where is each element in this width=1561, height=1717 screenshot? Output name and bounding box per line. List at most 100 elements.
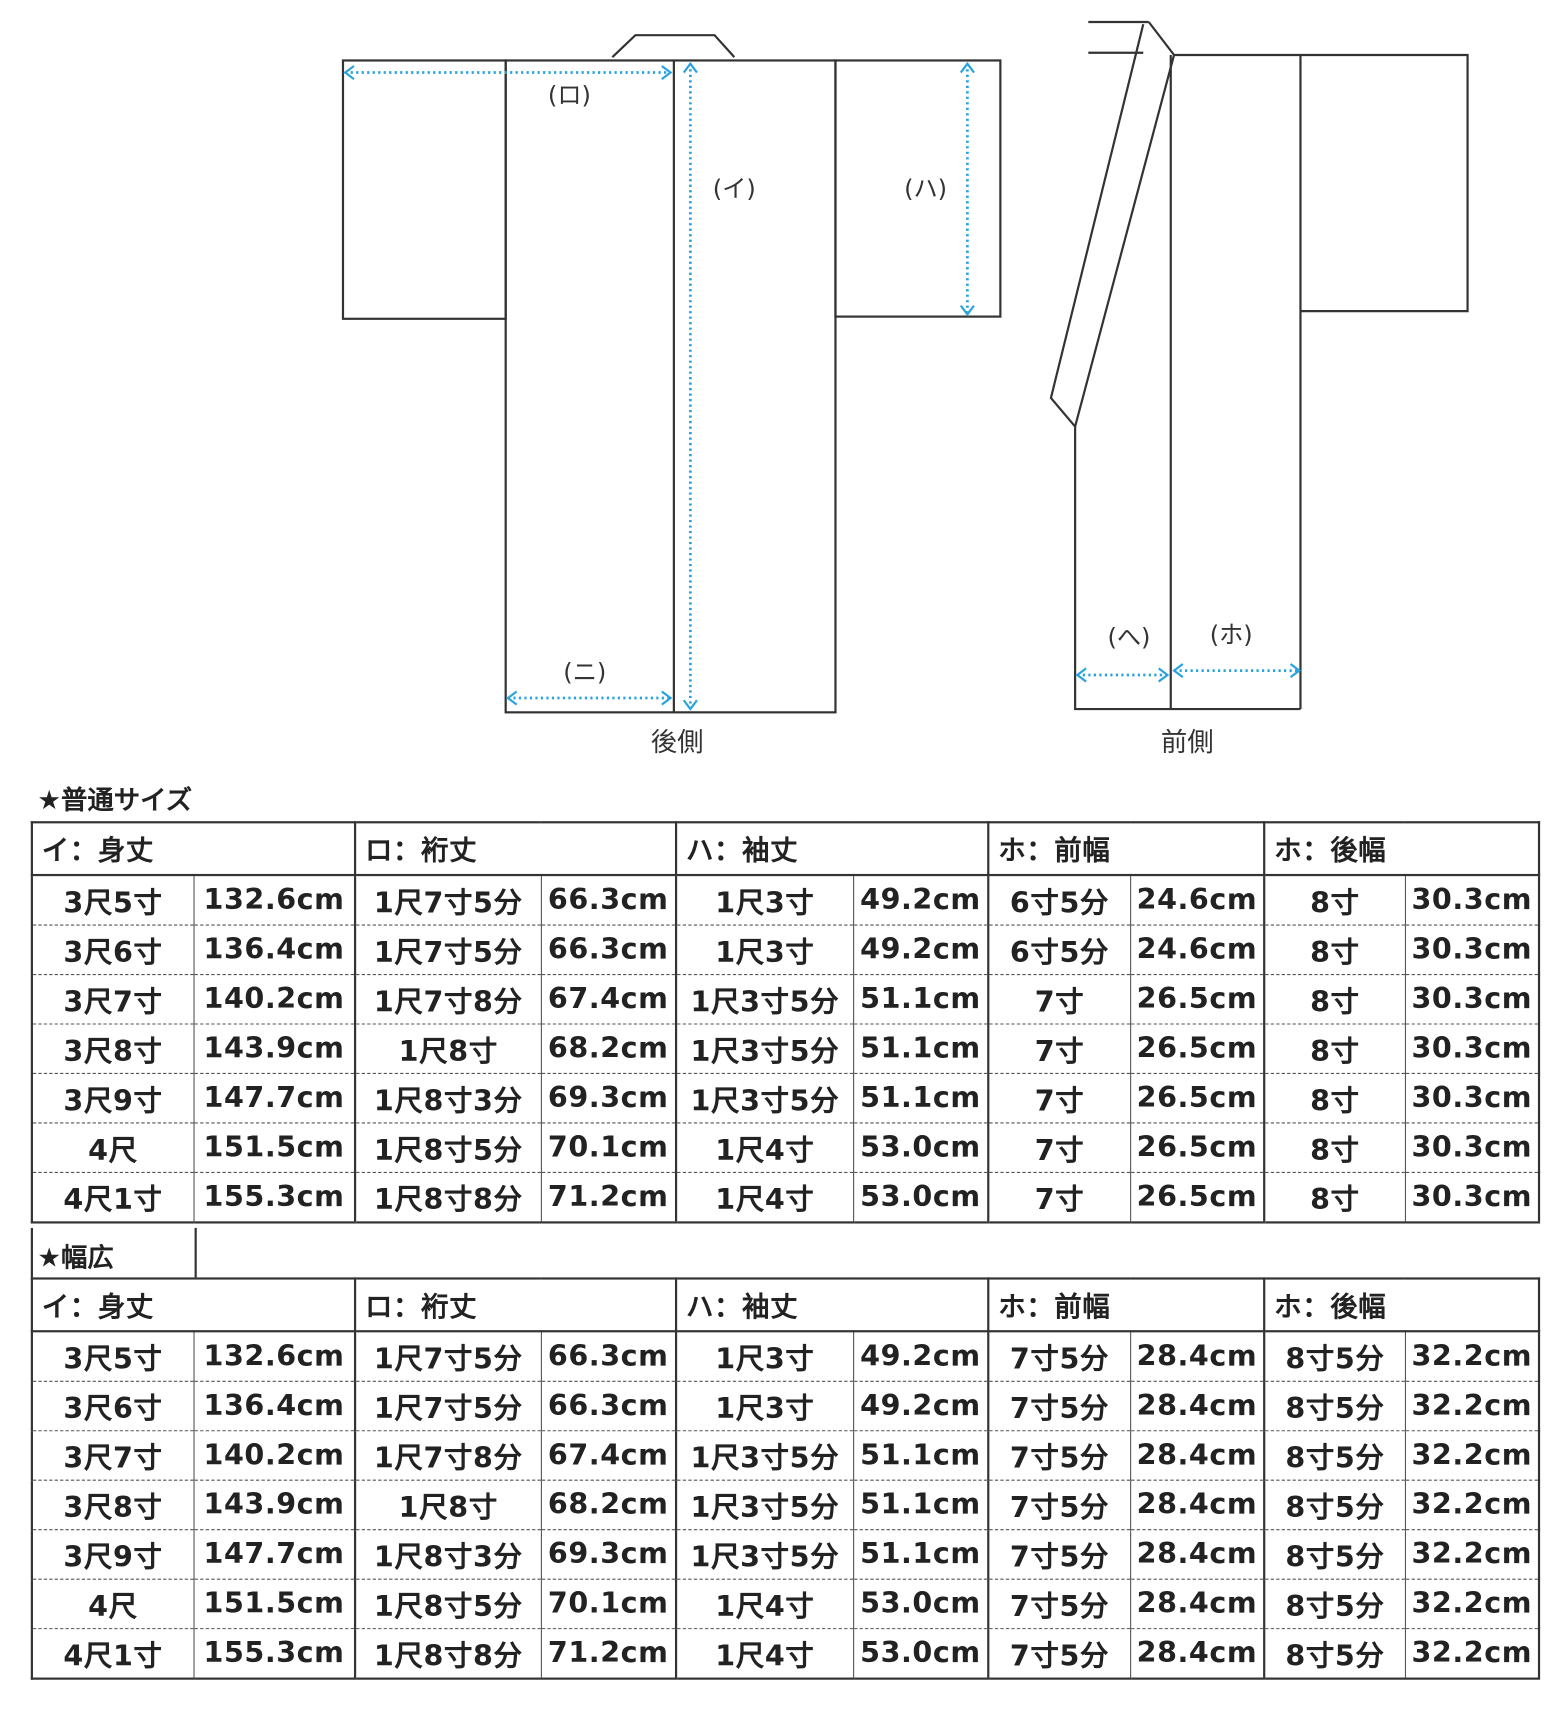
cm-value: 26.5cm [1129,1171,1265,1224]
column-header: ホ：前幅 [987,821,1266,877]
cm-value: 24.6cm [1129,924,1265,976]
cm-value: 30.3cm [1404,1122,1540,1173]
cm-value: 30.3cm [1404,924,1540,976]
shaku-value: 1尺4寸 [675,1628,854,1680]
shaku-value: 1尺7寸5分 [353,1330,542,1382]
shaku-value: 7寸 [987,1122,1131,1173]
shaku-value: 8寸 [1263,1072,1406,1124]
shaku-value: 8寸 [1263,874,1406,926]
back-caption: 後側 [651,728,704,758]
shaku-value: 1尺7寸8分 [353,1430,542,1481]
cm-value: 30.3cm [1404,973,1540,1025]
cm-value: 53.0cm [852,1122,989,1173]
shaku-value: 1尺3寸5分 [675,1430,854,1481]
kimono-diagram: (ロ) (イ) (ハ) (ニ) (へ) (ホ) 後側 前側 [341,20,1469,758]
label-i: (イ) [713,175,756,203]
shaku-value: 1尺8寸5分 [353,1122,542,1173]
shaku-value: 1尺8寸8分 [353,1628,542,1680]
cm-value: 28.4cm [1129,1578,1265,1630]
cm-value: 32.2cm [1404,1578,1540,1630]
shaku-value: 3尺7寸 [30,973,195,1025]
shaku-value: 1尺7寸5分 [353,924,542,976]
shaku-value: 3尺5寸 [30,874,195,926]
shaku-value: 4尺 [30,1578,195,1630]
cm-value: 53.0cm [852,1628,989,1680]
cm-value: 51.1cm [852,1529,989,1580]
shaku-value: 7寸5分 [987,1479,1131,1531]
cm-value: 66.3cm [540,874,677,926]
shaku-value: 7寸5分 [987,1430,1131,1481]
cm-value: 24.6cm [1129,874,1265,926]
cm-value: 71.2cm [540,1628,677,1680]
cm-value: 30.3cm [1404,874,1540,926]
measurement-arrows [345,63,1300,710]
cm-value: 28.4cm [1129,1628,1265,1680]
cm-value: 70.1cm [540,1122,677,1173]
kimono-back-outline [341,34,1002,714]
cm-value: 51.1cm [852,1023,989,1075]
cm-value: 49.2cm [852,924,989,976]
cm-value: 132.6cm [192,1330,356,1382]
shaku-value: 8寸5分 [1263,1578,1406,1630]
shaku-value: 1尺3寸 [675,1330,854,1382]
cm-value: 32.2cm [1404,1330,1540,1382]
shaku-value: 7寸 [987,1171,1131,1224]
cm-value: 51.1cm [852,1072,989,1124]
shaku-value: 3尺6寸 [30,1380,195,1432]
shaku-value: 1尺8寸5分 [353,1578,542,1630]
cm-value: 28.4cm [1129,1330,1265,1382]
label-he: (へ) [1107,623,1150,651]
cm-value: 136.4cm [192,1380,356,1432]
shaku-value: 1尺8寸3分 [353,1529,542,1580]
cm-value: 67.4cm [540,1430,677,1481]
shaku-value: 7寸 [987,1023,1131,1075]
shaku-value: 8寸5分 [1263,1380,1406,1432]
cm-value: 67.4cm [540,973,677,1025]
shaku-value: 1尺8寸 [353,1023,542,1075]
shaku-value: 1尺7寸8分 [353,973,542,1025]
shaku-value: 8寸5分 [1263,1529,1406,1580]
shaku-value: 7寸5分 [987,1578,1131,1630]
shaku-value: 8寸 [1263,924,1406,976]
cm-value: 70.1cm [540,1578,677,1630]
cm-value: 66.3cm [540,924,677,976]
cm-value: 68.2cm [540,1479,677,1531]
section-title-wide: ★幅広 [37,1242,114,1273]
shaku-value: 8寸5分 [1263,1430,1406,1481]
shaku-value: 8寸5分 [1263,1330,1406,1382]
shaku-value: 6寸5分 [987,924,1131,976]
label-ro: (ロ) [548,81,591,109]
shaku-value: 4尺 [30,1122,195,1173]
cm-value: 26.5cm [1129,1023,1265,1075]
section-label-cell [30,1227,197,1278]
cm-value: 132.6cm [192,874,356,926]
column-header: ホ：後幅 [1263,821,1541,877]
cm-value: 155.3cm [192,1628,356,1680]
cm-value: 143.9cm [192,1479,356,1531]
shaku-value: 6寸5分 [987,874,1131,926]
shaku-value: 3尺9寸 [30,1072,195,1124]
shaku-value: 8寸5分 [1263,1628,1406,1680]
column-header: ホ：前幅 [987,1277,1266,1333]
shaku-value: 1尺3寸 [675,874,854,926]
shaku-value: 1尺8寸8分 [353,1171,542,1224]
shaku-value: 3尺6寸 [30,924,195,976]
column-header: ホ：後幅 [1263,1277,1541,1333]
front-caption: 前側 [1161,728,1214,758]
cm-value: 49.2cm [852,1380,989,1432]
cm-value: 51.1cm [852,1479,989,1531]
shaku-value: 3尺7寸 [30,1430,195,1481]
cm-value: 151.5cm [192,1578,356,1630]
column-header: イ：身丈 [30,821,357,877]
cm-value: 140.2cm [192,973,356,1025]
